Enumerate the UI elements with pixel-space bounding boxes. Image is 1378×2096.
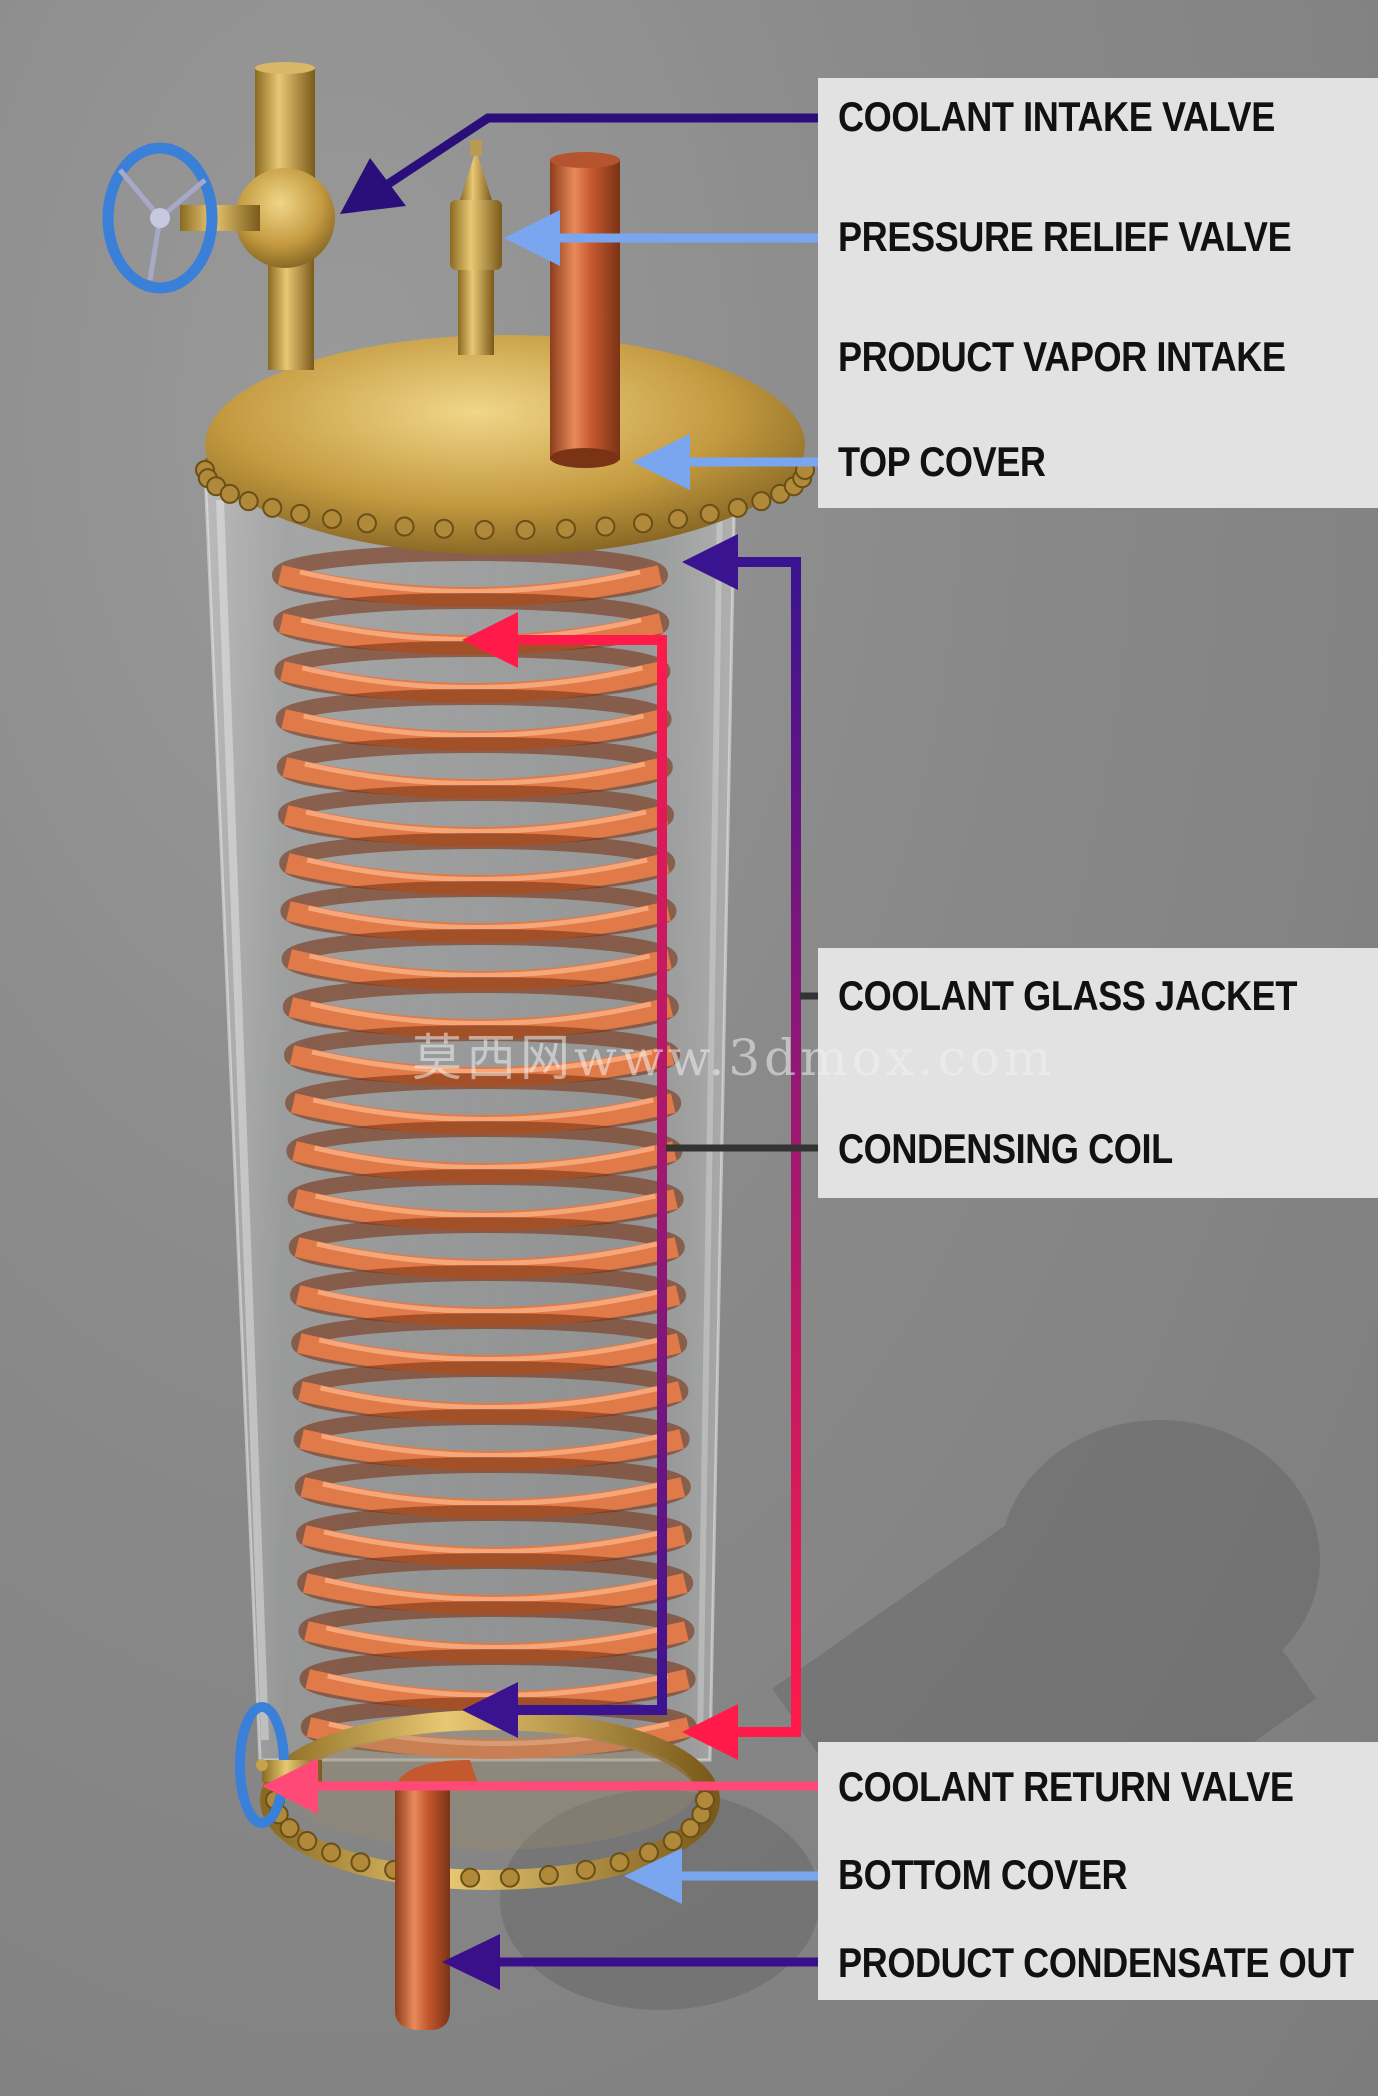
label-bottom-cover: BOTTOM COVER [838,1854,1127,1896]
label-condensing-coil: CONDENSING COIL [838,1128,1173,1170]
label-coolant-return-valve: COOLANT RETURN VALVE [838,1766,1294,1808]
bottom-cover [266,1720,714,1887]
label-pressure-relief-valve: PRESSURE RELIEF VALVE [838,216,1291,258]
pressure-relief-arrow [504,210,830,266]
label-top-cover: TOP COVER [838,441,1046,483]
label-coolant-glass-jacket: COOLANT GLASS JACKET [838,975,1297,1017]
label-product-condensate-out: PRODUCT CONDENSATE OUT [838,1942,1354,1984]
pressure-relief-valve-graphic [450,140,502,355]
label-coolant-intake-valve: COOLANT INTAKE VALVE [838,96,1275,138]
watermark: 莫西网www.3dmox.com [412,1018,1055,1090]
coolant-intake-valve-graphic [108,62,335,370]
label-product-vapor-intake: PRODUCT VAPOR INTAKE [838,336,1286,378]
